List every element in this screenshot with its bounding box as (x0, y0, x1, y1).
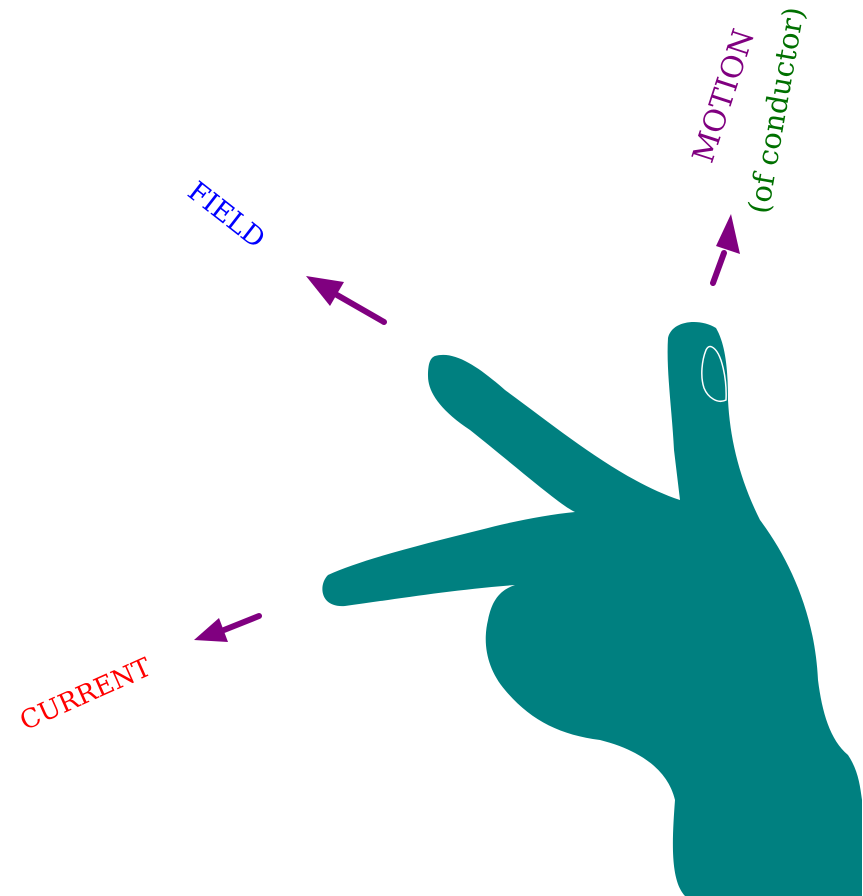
arrow-icon (306, 276, 344, 306)
left-hand-icon (322, 322, 862, 896)
field-label: FIELD (182, 176, 271, 255)
arrow-icon (194, 618, 228, 642)
current-label: CURRENT (16, 652, 157, 737)
current-arrow (194, 616, 259, 642)
field-arrow (306, 276, 384, 322)
arrow-icon (337, 295, 384, 322)
motion-label: MOTION (686, 25, 762, 167)
arrow-icon (716, 214, 740, 254)
arrow-icon (224, 616, 259, 630)
arrow-icon (713, 253, 724, 283)
motion-arrow (713, 214, 740, 283)
